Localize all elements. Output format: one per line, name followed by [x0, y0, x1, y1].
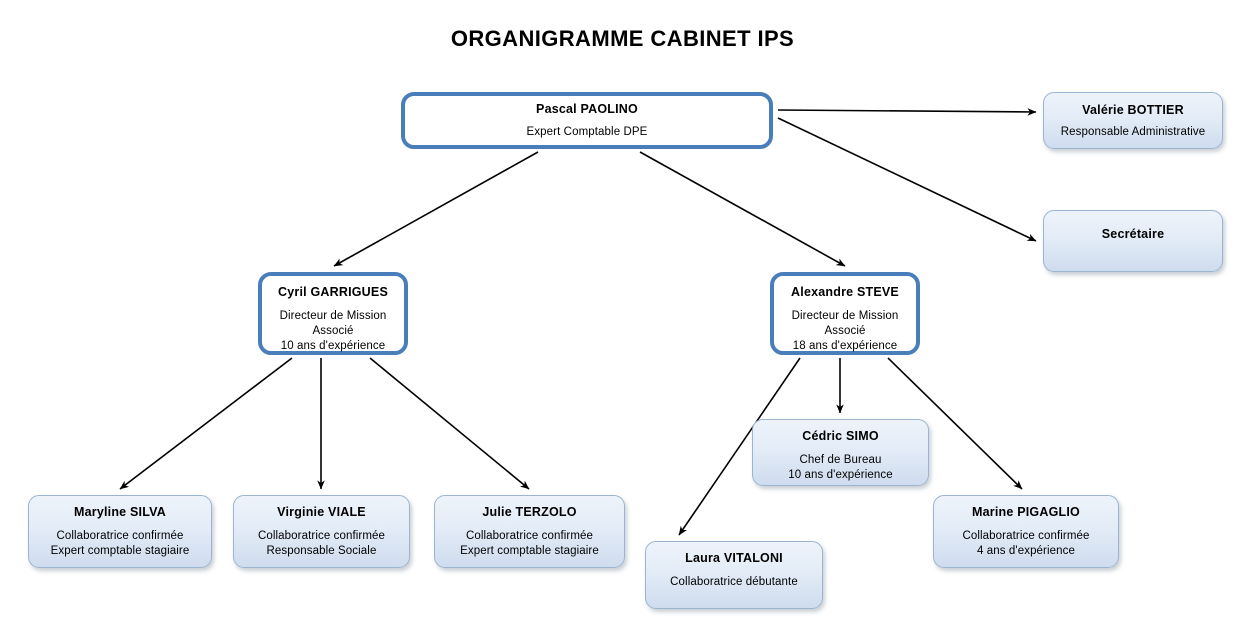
node-detail-line: Chef de Bureau	[799, 454, 882, 466]
node-name: Valérie BOTTIER	[1082, 102, 1184, 117]
node-details: Responsable Administrative	[1061, 125, 1206, 140]
node-detail-line: Directeur de Mission	[279, 310, 387, 322]
org-node-laura-vitaloni[interactable]: Laura VITALONI Collaboratrice débutante	[645, 541, 823, 609]
node-name: Julie TERZOLO	[482, 505, 577, 519]
node-detail-line: 4 ans d'expérience	[977, 545, 1075, 557]
node-details: Collaboratrice débutante	[670, 575, 798, 590]
node-name: Virginie VIALE	[277, 505, 366, 519]
org-node-alexandre-steve[interactable]: Alexandre STEVE Directeur de Mission Ass…	[770, 272, 920, 355]
org-node-secretaire[interactable]: Secrétaire	[1043, 210, 1223, 272]
node-details: Collaboratrice confirmée Responsable Soc…	[258, 529, 385, 559]
node-name: Cédric SIMO	[802, 429, 879, 443]
node-detail-line: Expert comptable stagiaire	[460, 545, 599, 557]
node-detail-line: Expert comptable stagiaire	[50, 545, 190, 557]
node-details: Collaboratrice confirmée 4 ans d'expérie…	[962, 529, 1089, 559]
page-title: ORGANIGRAMME CABINET IPS	[450, 26, 795, 51]
org-node-pascal-paolino[interactable]: Pascal PAOLINO Expert Comptable DPE	[401, 92, 773, 149]
node-detail-line: Collaboratrice confirmée	[962, 530, 1090, 542]
org-node-julie-terzolo[interactable]: Julie TERZOLO Collaboratrice confirmée E…	[434, 495, 625, 568]
node-details: Collaboratrice confirmée Expert comptabl…	[460, 529, 599, 559]
node-detail-line: Responsable Sociale	[266, 545, 377, 557]
connector-root-to-steve	[639, 151, 846, 267]
node-name: Pascal PAOLINO	[536, 102, 638, 116]
node-detail-line: Collaboratrice débutante	[670, 576, 798, 588]
node-detail-line: 10 ans d'expérience	[788, 469, 893, 481]
node-name: Marine PIGAGLIO	[972, 505, 1080, 519]
node-name: Secrétaire	[1101, 227, 1165, 241]
node-detail-line: 10 ans d'expérience	[280, 340, 386, 352]
node-detail-line: Associé	[824, 325, 866, 337]
node-details: Collaboratrice confirmée Expert comptabl…	[51, 529, 190, 559]
node-name: Alexandre STEVE	[791, 285, 899, 299]
connector-garrigues-to-terzolo	[369, 357, 530, 490]
node-detail-line: Collaboratrice confirmée	[56, 530, 184, 542]
node-name: Laura VITALONI	[685, 551, 783, 565]
org-node-cedric-simo[interactable]: Cédric SIMO Chef de Bureau 10 ans d'expé…	[752, 419, 929, 486]
org-node-maryline-silva[interactable]: Maryline SILVA Collaboratrice confirmée …	[28, 495, 212, 568]
node-detail-line: Collaboratrice confirmée	[465, 530, 594, 542]
connector-root-to-bottier	[777, 108, 1037, 116]
node-detail-line: Directeur de Mission	[791, 310, 899, 322]
node-name: Maryline SILVA	[74, 505, 166, 519]
org-node-marine-pigaglio[interactable]: Marine PIGAGLIO Collaboratrice confirmée…	[933, 495, 1119, 568]
node-name: Cyril GARRIGUES	[278, 285, 388, 299]
node-detail-line: Collaboratrice confirmée	[257, 530, 386, 542]
node-details: Chef de Bureau 10 ans d'expérience	[788, 453, 892, 483]
connector-root-to-secretaire	[777, 117, 1037, 242]
node-details: Directeur de Mission Associé 18 ans d'ex…	[792, 309, 899, 354]
org-node-valerie-bottier[interactable]: Valérie BOTTIER Responsable Administrati…	[1043, 92, 1223, 149]
connector-garrigues-to-silva	[119, 357, 293, 490]
org-node-cyril-garrigues[interactable]: Cyril GARRIGUES Directeur de Mission Ass…	[258, 272, 408, 355]
node-details: Expert Comptable DPE	[527, 125, 648, 140]
node-detail-line: Expert Comptable DPE	[526, 126, 648, 138]
org-node-virginie-viale[interactable]: Virginie VIALE Collaboratrice confirmée …	[233, 495, 410, 568]
node-detail-line: Responsable Administrative	[1060, 125, 1206, 138]
connector-root-to-garrigues	[333, 151, 539, 267]
node-details: Directeur de Mission Associé 10 ans d'ex…	[280, 309, 387, 354]
node-detail-line: Associé	[312, 325, 354, 337]
node-detail-line: 18 ans d'expérience	[792, 340, 898, 352]
